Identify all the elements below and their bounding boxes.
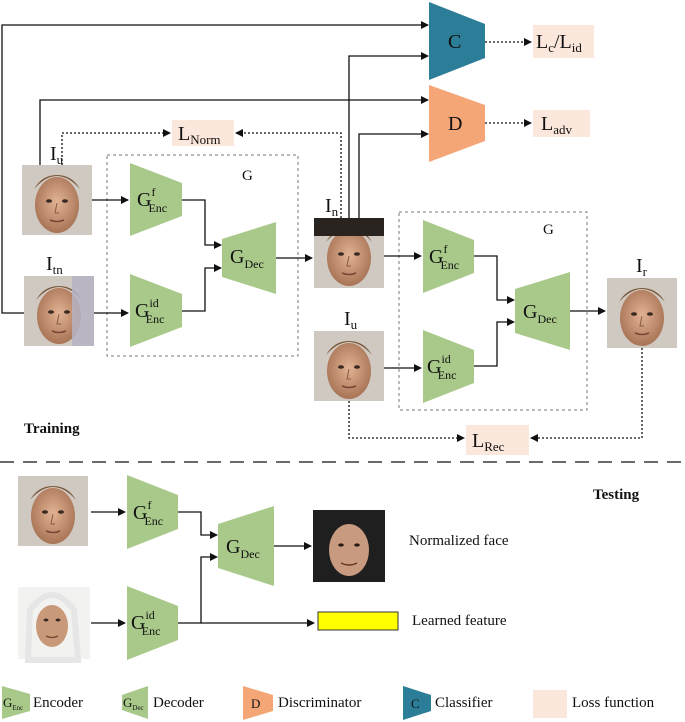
- label-itn: Itn: [46, 253, 63, 277]
- test-decoder-block: [218, 506, 274, 586]
- loss-lnorm-box: [172, 120, 234, 146]
- loss-lc-box: [533, 25, 594, 58]
- face-iu: [21, 164, 93, 236]
- legend-classifier-label: Classifier: [435, 695, 493, 711]
- label-iu2: Iu: [344, 308, 358, 332]
- decoder-block-1: [222, 222, 276, 294]
- generator-box-2: [398, 211, 588, 411]
- legend-classifier-symbol: C: [411, 696, 420, 711]
- legend-loss-swatch: [533, 690, 567, 718]
- training-label: Training: [24, 421, 80, 437]
- discriminator-label: D: [448, 113, 462, 135]
- loss-lnorm-label: LNorm: [178, 123, 221, 147]
- decoder-block-2: [515, 272, 570, 350]
- label-ir: Ir: [636, 255, 648, 279]
- normalized-face-label: Normalized face: [409, 533, 509, 549]
- classifier-block: [429, 2, 485, 80]
- testing-label: Testing: [593, 487, 640, 503]
- loss-ladv-label: Ladv: [541, 113, 572, 137]
- legend-encoder-symbol: GEnc: [3, 695, 23, 712]
- test-decoder-label: GDec: [226, 536, 260, 561]
- legend-loss-label: Loss function: [572, 695, 655, 711]
- legend-discriminator-swatch: [243, 686, 273, 720]
- legend-encoder-label: Encoder: [33, 695, 83, 711]
- encoder-id-block-2: [423, 330, 474, 403]
- classifier-label: C: [448, 31, 461, 53]
- legend-classifier-swatch: [403, 686, 431, 720]
- encoder-f-block-2: [423, 220, 474, 293]
- label-iu: Iu: [50, 143, 64, 167]
- legend-encoder-swatch: [2, 686, 30, 719]
- test-encoder-f-block: [127, 475, 178, 549]
- loss-arrows: [61, 38, 643, 442]
- legend-discriminator-label: Discriminator: [278, 695, 361, 711]
- encoder-id-block-1: [130, 274, 182, 347]
- training-arrows: [1, 21, 606, 372]
- discriminator-block: [429, 85, 485, 162]
- g-label-1: G: [242, 168, 253, 184]
- loss-lrec-box: [466, 425, 529, 455]
- decoder-label-1: GDec: [230, 246, 264, 271]
- legend-decoder-label: Decoder: [153, 695, 204, 711]
- loss-lrec-label: LRec: [472, 430, 505, 454]
- loss-lc-label: Lc/Lid: [536, 31, 582, 55]
- test-face-2: [18, 587, 90, 663]
- learned-feature-bar: [317, 611, 399, 631]
- legend-discriminator-symbol: D: [251, 696, 260, 711]
- test-encoder-id-block: [127, 586, 178, 660]
- face-iu2: [313, 330, 385, 402]
- learned-feature-label: Learned feature: [412, 613, 507, 629]
- testing-arrows: [91, 508, 315, 627]
- legend-decoder-symbol: GDec: [123, 695, 144, 712]
- test-face-1: [17, 475, 89, 547]
- face-itn: [23, 275, 95, 347]
- loss-ladv-box: [533, 110, 590, 137]
- g-label-2: G: [543, 222, 554, 238]
- legend: GEnc Encoder GDec Decoder D Discriminato…: [2, 686, 655, 720]
- face-in: [313, 217, 385, 289]
- generator-box-1: [106, 154, 299, 357]
- encoder-f-block-1: [130, 163, 182, 236]
- normalized-face-image: [313, 510, 385, 582]
- legend-decoder-swatch: [122, 686, 148, 719]
- label-in: In: [325, 195, 339, 219]
- decoder-label-2: GDec: [523, 301, 557, 326]
- face-ir: [606, 277, 678, 349]
